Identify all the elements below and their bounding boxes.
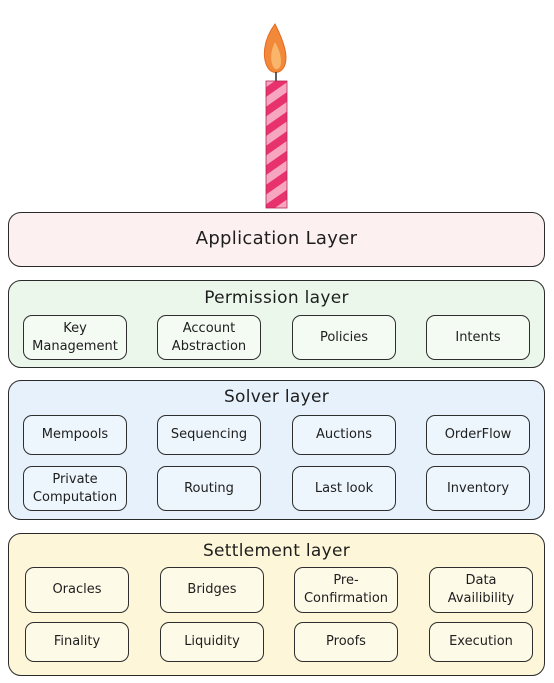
application-layer: Application Layer	[8, 212, 545, 267]
settlement-item: Bridges	[160, 567, 264, 613]
settlement-item: Execution	[429, 622, 533, 662]
solver-layer-title: Solver layer	[223, 387, 330, 407]
settlement-layer: Settlement layer Oracles Bridges Pre- Co…	[8, 533, 545, 676]
permission-item: Account Abstraction	[157, 315, 261, 360]
permission-layer: Permission layer Key Management Account …	[8, 280, 545, 368]
application-layer-title: Application Layer	[195, 228, 358, 249]
solver-item: Auctions	[292, 415, 396, 455]
solver-item: Private Computation	[23, 466, 127, 511]
settlement-item: Finality	[25, 622, 129, 662]
solver-item: OrderFlow	[426, 415, 530, 455]
permission-item: Key Management	[23, 315, 127, 360]
permission-layer-title: Permission layer	[204, 288, 349, 308]
candle-icon	[263, 23, 288, 209]
solver-item: Inventory	[426, 466, 530, 511]
solver-item: Mempools	[23, 415, 127, 455]
permission-item: Intents	[426, 315, 530, 360]
solver-layer: Solver layer Mempools Sequencing Auction…	[8, 380, 545, 520]
solver-item: Last look	[292, 466, 396, 511]
settlement-layer-title: Settlement layer	[202, 541, 351, 561]
permission-item: Policies	[292, 315, 396, 360]
solver-item: Sequencing	[157, 415, 261, 455]
settlement-item: Proofs	[294, 622, 398, 662]
settlement-item: Data Availibility	[429, 567, 533, 613]
candle-body	[265, 80, 288, 209]
settlement-item: Oracles	[25, 567, 129, 613]
solver-item: Routing	[157, 466, 261, 511]
settlement-item: Pre- Confirmation	[294, 567, 398, 613]
settlement-item: Liquidity	[160, 622, 264, 662]
